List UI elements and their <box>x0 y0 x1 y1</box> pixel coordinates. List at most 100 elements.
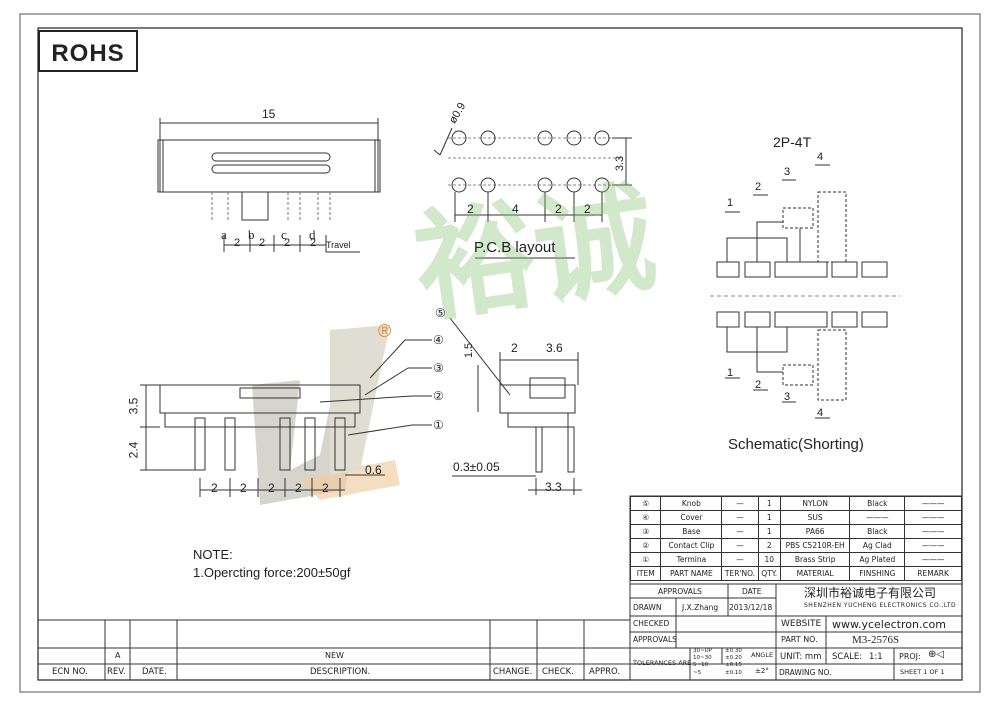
tol-value-4: ±0.10 <box>725 670 742 676</box>
bom-cell-name: Base <box>660 524 723 539</box>
bom-cell-finish: Black <box>849 524 906 539</box>
side-height-top: 3.5 <box>126 397 141 415</box>
end-dim-a: 1.5 <box>463 342 476 359</box>
proj-label: PROJ: <box>899 652 921 661</box>
bom-cell-qty: 1 <box>757 496 781 511</box>
schematic-num-2-top: 2 <box>755 181 762 193</box>
bom-cell-name: Knob <box>660 496 723 511</box>
pos-label-d: d <box>309 227 316 242</box>
bom-cell-no: ② <box>629 538 662 553</box>
schematic-num-3-bottom: 3 <box>784 391 791 403</box>
end-view <box>449 317 582 495</box>
schematic-num-4-top: 4 <box>817 151 824 163</box>
pos-label-b: b <box>248 227 255 242</box>
bom-cell-qty: 2 <box>757 538 781 553</box>
schematic-num-4-bottom: 4 <box>817 407 824 419</box>
schematic-caption: Schematic(Shorting) <box>728 436 864 453</box>
change-label: CHANGE. <box>493 667 533 677</box>
website-value: www.ycelectron.com <box>832 618 946 631</box>
end-dim-c: 3.6 <box>546 341 563 355</box>
bom-cell-finish: FINSHING <box>849 566 906 581</box>
date-label: DATE <box>742 587 762 596</box>
schematic <box>710 164 900 419</box>
bom-cell-qty: 10 <box>757 552 781 567</box>
end-thickness: 0.3±0.05 <box>453 460 500 474</box>
callout-4: ④ <box>433 333 444 347</box>
angle-label: ANGLE <box>751 651 774 659</box>
pos-label-c: c <box>281 227 287 242</box>
pcb-pitch-4: 2 <box>584 202 591 216</box>
bom-cell-ter: — <box>721 496 759 511</box>
bom-cell-qty: QTY. <box>757 566 781 581</box>
bom-cell-remark: ——— <box>904 524 962 539</box>
bom-cell-ter: — <box>721 538 759 553</box>
bom-cell-no: ③ <box>629 524 662 539</box>
top-view <box>157 118 381 253</box>
callout-2: ② <box>433 389 444 403</box>
bom-cell-no: ⑤ <box>629 496 662 511</box>
drawing-no-label: DRAWING NO. <box>779 668 832 677</box>
date-col-label: DATE. <box>142 667 167 677</box>
note-title: NOTE: <box>193 547 233 562</box>
pcb-caption: P.C.B layout <box>474 239 556 256</box>
schematic-num-1-bottom: 1 <box>727 367 734 379</box>
bom-cell-finish: ——— <box>849 510 906 525</box>
bom-cell-ter: — <box>721 524 759 539</box>
bom-cell-remark: ——— <box>904 538 962 553</box>
scale-label: SCALE: <box>832 652 863 662</box>
part-no-value: M3-2576S <box>852 634 900 646</box>
side-height-pins: 2.4 <box>126 441 141 459</box>
rev-label: REV. <box>107 667 126 677</box>
rev-new-label: NEW <box>325 651 344 660</box>
bom-cell-finish: Ag Clad <box>849 538 906 553</box>
end-pin-span: 3.3 <box>545 480 562 494</box>
approvals2-label: APPROVALS <box>633 635 677 644</box>
top-pitch-2: 2 <box>259 237 266 249</box>
drawn-date: 2013/12/18 <box>729 603 773 612</box>
pcb-pitch-2: 4 <box>512 202 519 216</box>
bom-cell-ter: TER'NO. <box>721 566 759 581</box>
callout-1: ① <box>433 418 444 432</box>
schematic-title: 2P-4T <box>773 134 812 150</box>
callout-5: ⑤ <box>435 306 446 320</box>
rohs-badge: ROHS <box>38 30 138 72</box>
bom-cell-name: PART NAME <box>660 566 723 581</box>
angle-value: ±2° <box>755 667 769 675</box>
pin-width: 0.6 <box>365 463 382 477</box>
company-en: SHENZHEN YUCHENG ELECTRONICS CO.,LTD <box>804 602 957 609</box>
ecn-label: ECN NO. <box>52 667 88 677</box>
bom-cell-name: Termina <box>660 552 723 567</box>
callout-3: ③ <box>433 361 444 375</box>
drawn-by: J.X.Zhang <box>682 603 719 612</box>
check-label: CHECK. <box>542 667 574 677</box>
bom-cell-finish: Ag Plated <box>849 552 906 567</box>
unit-label: UNIT: mm <box>780 652 822 662</box>
registered-mark: ® <box>378 321 392 341</box>
watermark-logo <box>252 325 400 505</box>
tol-range-4: ~5 <box>693 670 702 676</box>
note-line-1: 1.Opercting force:200±50gf <box>193 565 351 580</box>
checked-label: CHECKED <box>633 619 670 628</box>
pcb-pitch-1: 2 <box>467 202 474 216</box>
top-pitch-3: 2 <box>284 237 291 249</box>
travel-label: Travel <box>326 240 351 250</box>
side-pitch-4: 2 <box>295 481 302 495</box>
bom-cell-ter: — <box>721 510 759 525</box>
pos-label-a: a <box>221 227 227 242</box>
sheet-label: SHEET 1 OF 1 <box>900 668 945 676</box>
row-gap-dim: 3.3 <box>614 155 627 172</box>
bom-cell-material: PA66 <box>779 524 851 539</box>
tol-value-3: ±0.15 <box>725 662 742 668</box>
approvals-label: APPROVALS <box>658 587 702 596</box>
end-dim-b: 2 <box>511 341 518 355</box>
bom-cell-material: SUS <box>779 510 851 525</box>
schematic-num-2-bottom: 2 <box>755 379 762 391</box>
bom-cell-ter: — <box>721 552 759 567</box>
bom-cell-remark: ——— <box>904 552 962 567</box>
revision-block-frame <box>38 619 630 680</box>
